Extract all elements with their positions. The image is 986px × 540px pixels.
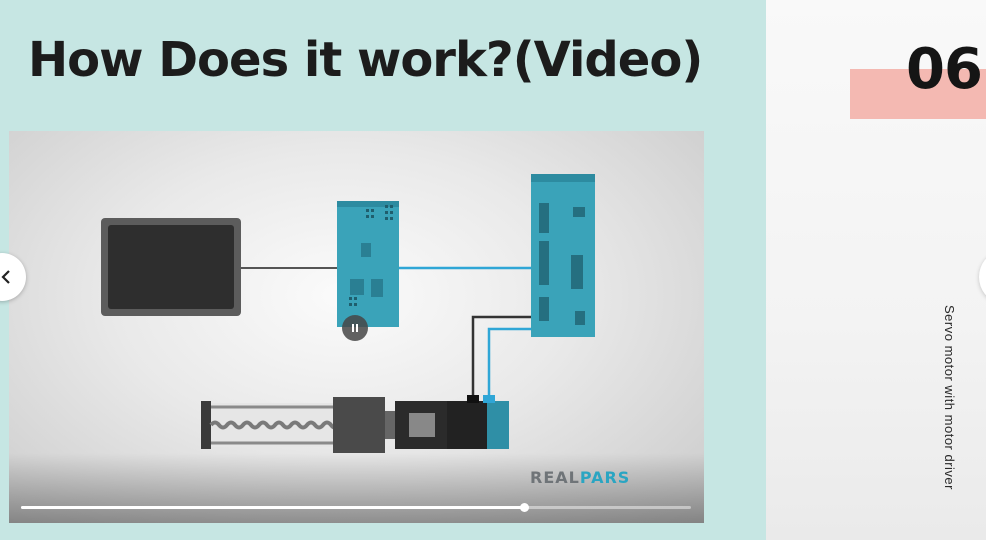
plc-controller xyxy=(337,201,399,327)
video-controls-overlay xyxy=(9,453,704,523)
brand-accent-text: PARS xyxy=(579,468,631,487)
pause-button[interactable] xyxy=(342,315,368,341)
servo-system-illustration xyxy=(101,174,595,453)
linear-actuator xyxy=(201,397,447,453)
slide-caption: Servo motor with motor driver xyxy=(942,305,957,490)
encoder-cable xyxy=(471,315,531,397)
current-slide: How Does it work?(Video) xyxy=(9,32,704,523)
hmi-panel xyxy=(101,218,241,316)
power-cable xyxy=(487,327,539,397)
slide-number-accent-bar xyxy=(850,69,986,119)
next-slide-button[interactable] xyxy=(979,253,986,301)
slide-number: 06 xyxy=(906,37,983,102)
chevron-left-icon xyxy=(1,270,10,284)
video-progress-bar[interactable] xyxy=(21,503,691,512)
slide-title: How Does it work?(Video) xyxy=(28,32,703,88)
servo-motor xyxy=(447,395,509,449)
servo-drive xyxy=(531,174,595,337)
pause-icon xyxy=(352,324,354,332)
progress-handle[interactable] xyxy=(519,503,529,512)
next-slide-preview[interactable]: 06 Servo motor with motor driver xyxy=(766,0,986,540)
video-player[interactable]: REALPARS xyxy=(9,131,704,523)
brand-primary-text: REAL xyxy=(530,468,580,487)
brand-watermark: REALPARS xyxy=(530,468,630,487)
progress-fill xyxy=(21,506,524,509)
